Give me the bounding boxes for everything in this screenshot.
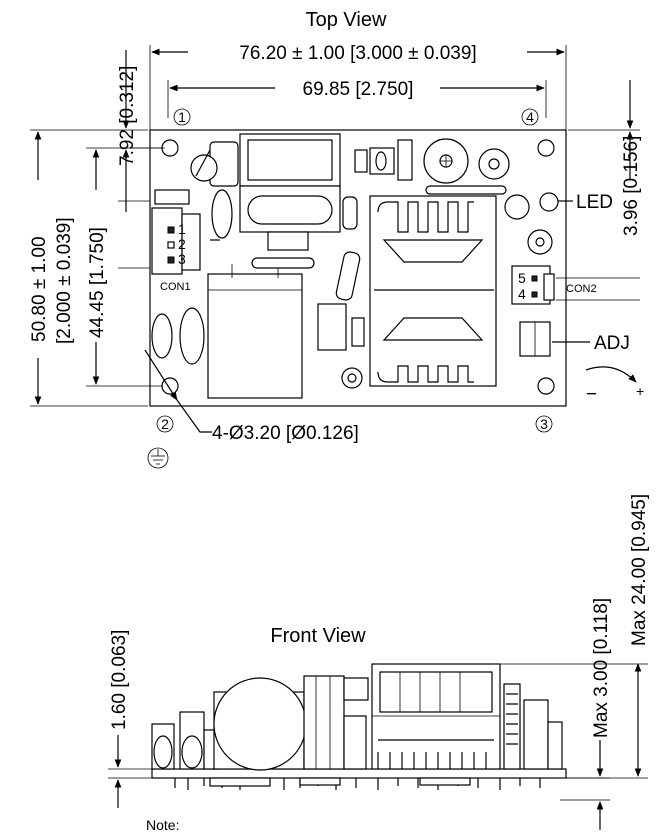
adj-callout: ADJ − + — [552, 333, 644, 405]
overall-height-label-1: 50.80 ± 1.00 — [29, 236, 50, 342]
board-thickness-label: 1.60 [0.063] — [109, 630, 130, 730]
front-view-board — [151, 663, 567, 790]
overall-width-label: 76.20 ± 1.00 [3.000 ± 0.039] — [239, 43, 476, 64]
hole-offset-top-dimension: 7.92 [0.312] — [117, 50, 165, 212]
adj-label: ADJ — [594, 333, 630, 354]
hole-spacing-y-label: 44.45 [1.750] — [87, 227, 108, 338]
max-height-label: Max 24.00 [0.945] — [629, 494, 650, 646]
overall-height-label-2: [2.000 ± 0.039] — [54, 217, 75, 344]
hole-callout-label: 4-Ø3.20 [Ø0.126] — [212, 423, 359, 444]
hole-4-label: 4 — [526, 109, 534, 125]
led-label: LED — [576, 192, 613, 213]
max-height-dimension: Max 24.00 [0.945] — [500, 494, 650, 779]
hole-2-label: 2 — [161, 416, 169, 432]
con2-pin4-label: 4 — [518, 286, 526, 302]
adj-plus-label: + — [636, 383, 644, 399]
hole-spacing-x-label: 69.85 [2.750] — [303, 79, 414, 100]
con1-pin3-label: 3 — [178, 251, 186, 267]
board-components — [151, 133, 559, 399]
max-bottom-label: Max 3.00 [0.118] — [591, 598, 612, 738]
overall-width-dimension: 76.20 ± 1.00 [3.000 ± 0.039] — [149, 43, 567, 130]
con2-connector: 5 4 CON2 — [511, 265, 640, 305]
board-thickness-dimension: 1.60 [0.063] — [108, 630, 152, 808]
hole-spacing-x-dimension: 69.85 [2.750] — [167, 79, 547, 118]
con2-offset-label: 3.96 [0.156] — [621, 136, 642, 236]
led-callout: LED — [558, 192, 613, 213]
con1-label: CON1 — [160, 281, 191, 293]
top-view-title: Top View — [306, 9, 387, 31]
adj-minus-label: − — [586, 384, 597, 405]
hole-offset-top-label: 7.92 [0.312] — [117, 66, 138, 166]
overall-height-dimension: 50.80 ± 1.00 [2.000 ± 0.039] — [29, 129, 148, 407]
max-bottom-dimension: Max 3.00 [0.118] — [560, 598, 612, 830]
hole-3-label: 3 — [540, 416, 548, 432]
hole-spacing-y-dimension: 44.45 [1.750] — [86, 147, 163, 387]
con2-offset-dimension: 3.96 [0.156] — [568, 80, 642, 236]
con1-pin1-label: 1 — [178, 221, 186, 237]
con1-pin2-label: 2 — [178, 236, 186, 252]
con2-pin5-label: 5 — [518, 270, 526, 286]
hole-callout: 4-Ø3.20 [Ø0.126] — [144, 349, 359, 444]
con2-label: CON2 — [566, 283, 597, 295]
front-view-title: Front View — [270, 625, 366, 647]
note-label: Note: — [146, 817, 179, 833]
ground-icon — [147, 447, 169, 469]
hole-1-label: 1 — [178, 109, 186, 125]
con1-connector: 1 2 3 CON1 — [118, 189, 201, 293]
